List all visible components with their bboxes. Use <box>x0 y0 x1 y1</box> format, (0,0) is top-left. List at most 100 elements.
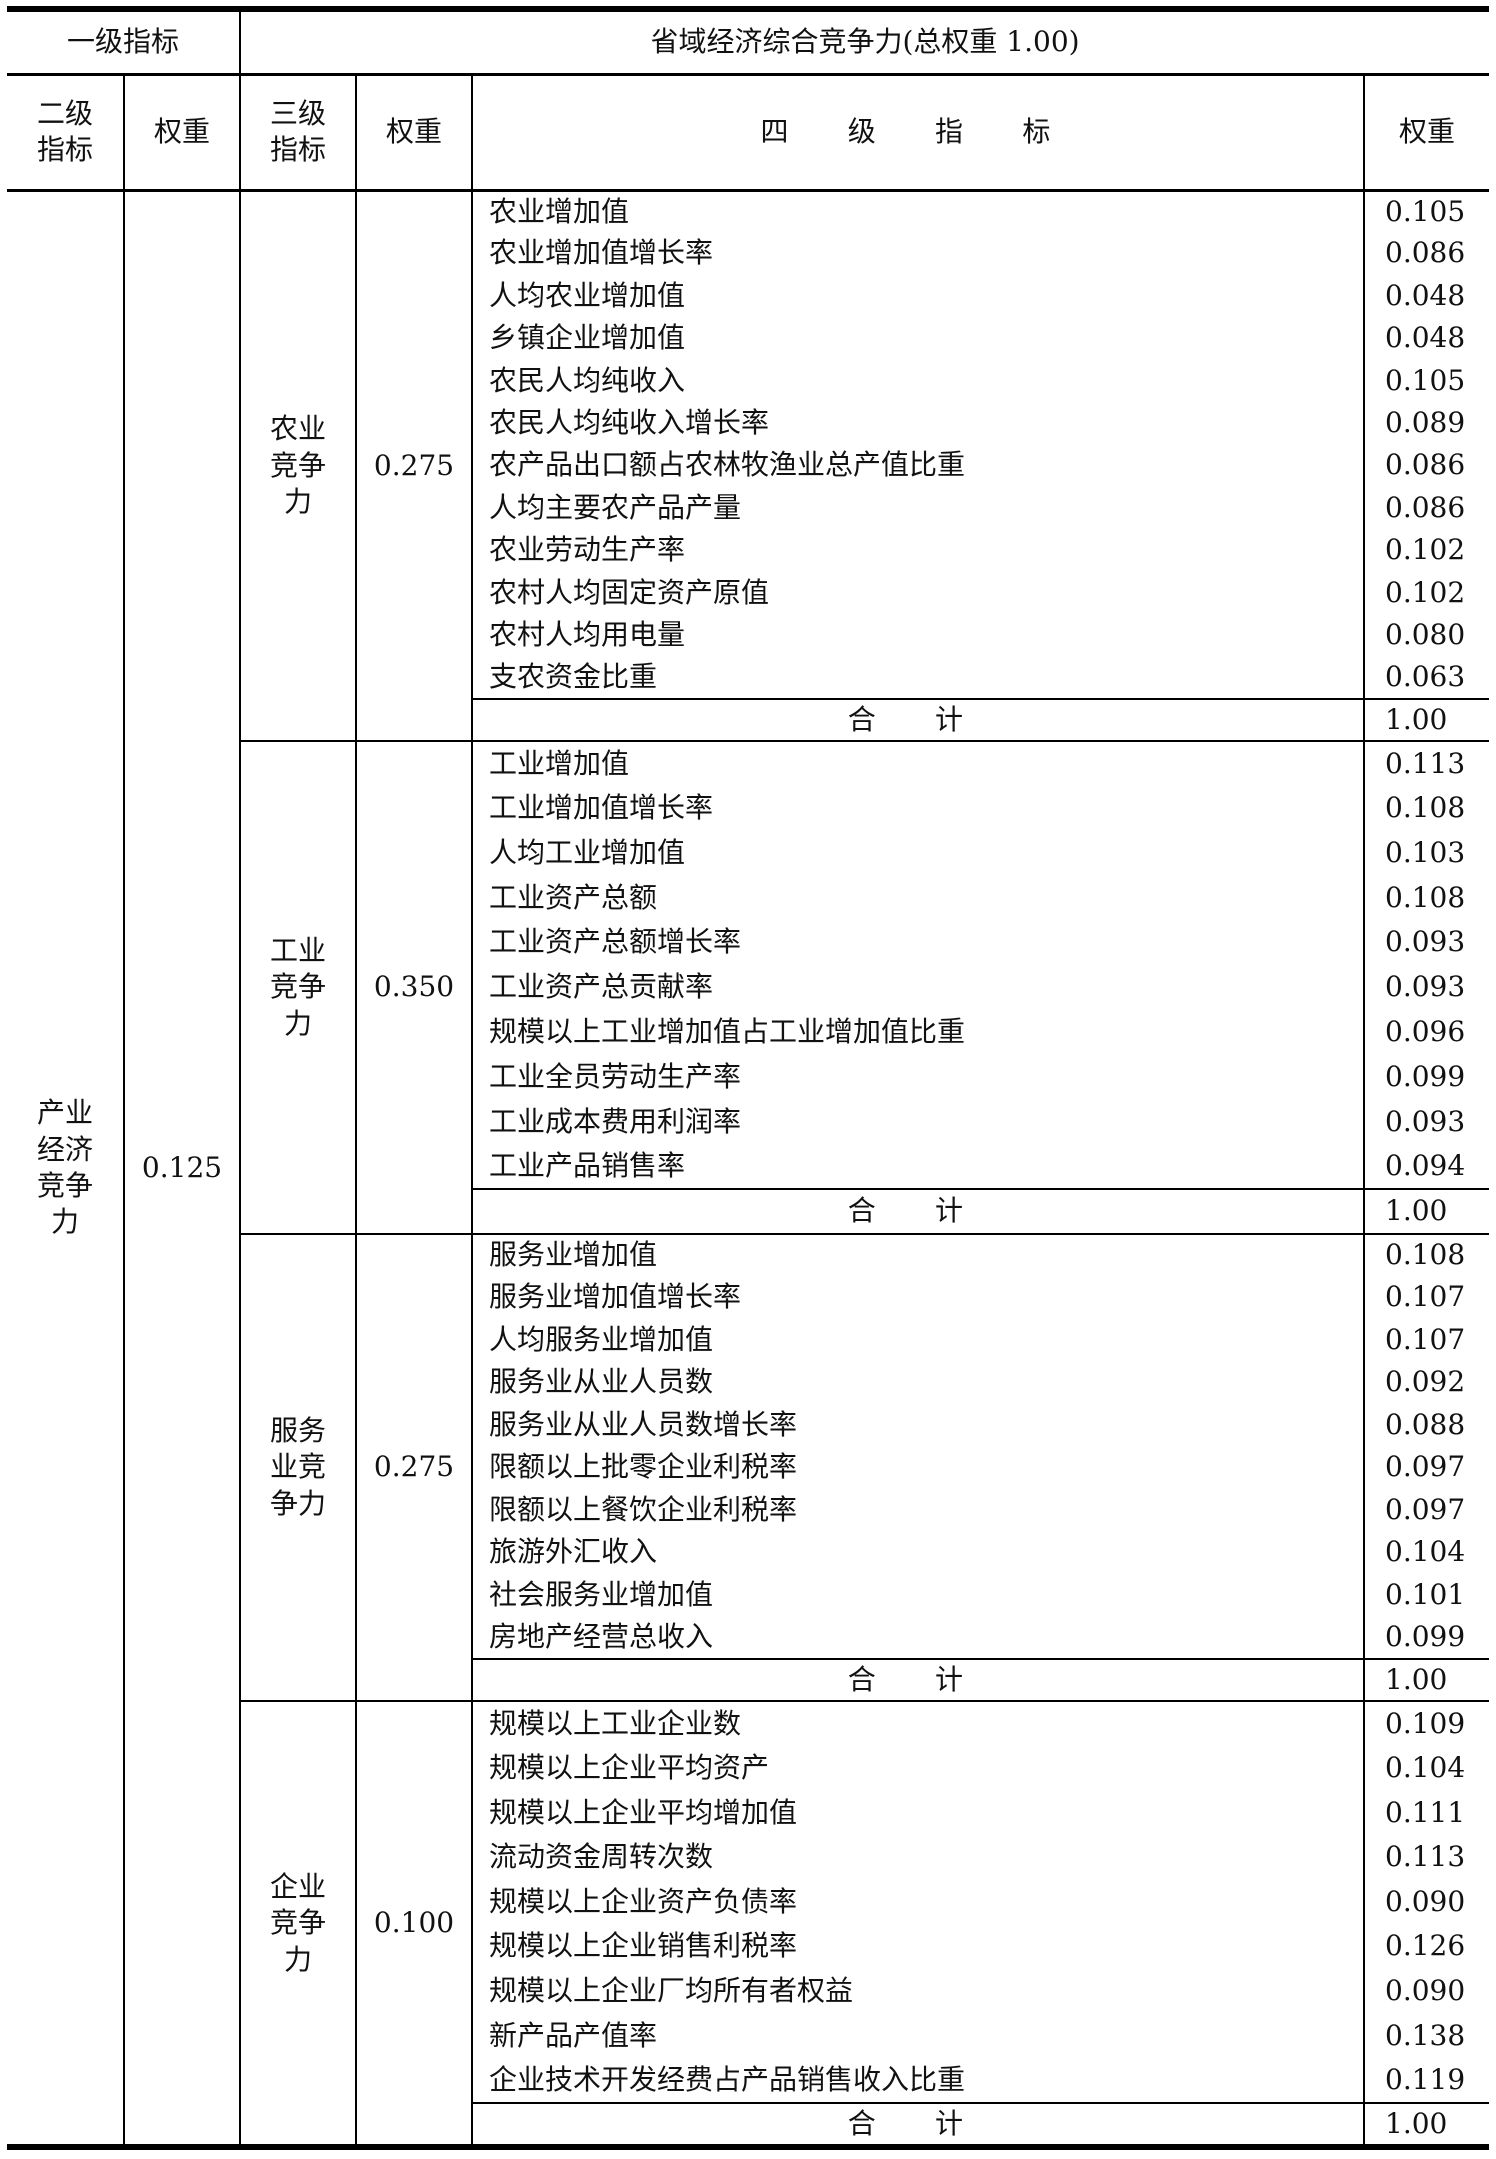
level4-name: 乡镇企业增加值 <box>471 317 1365 360</box>
level3-weight: 0.275 <box>355 190 473 742</box>
level4-weight: 0.102 <box>1363 571 1490 614</box>
level4-weight: 0.093 <box>1363 1099 1490 1145</box>
level4-weight: 0.101 <box>1363 1573 1490 1617</box>
level4-name: 服务业增加值 <box>471 1232 1365 1277</box>
level3-name: 服务业竞争力 <box>239 1232 357 1702</box>
level4-weight: 0.094 <box>1363 1144 1490 1190</box>
level4-name: 规模以上工业增加值占工业增加值比重 <box>471 1009 1365 1055</box>
level4-weight: 0.086 <box>1363 232 1490 275</box>
level4-name: 服务业从业人员数 <box>471 1361 1365 1404</box>
level3-weight: 0.100 <box>355 1700 473 2151</box>
level4-weight: 0.105 <box>1363 190 1490 233</box>
level4-name: 工业全员劳动生产率 <box>471 1054 1365 1100</box>
level2-header: 二级指标 <box>7 74 124 192</box>
level4-name: 农村人均用电量 <box>471 613 1365 657</box>
level4-name: 规模以上企业厂均所有者权益 <box>471 1968 1365 2014</box>
level4-weight: 0.111 <box>1363 1790 1490 1836</box>
level4-name: 限额以上餐饮企业利税率 <box>471 1488 1365 1532</box>
level4-weight: 0.080 <box>1363 613 1490 657</box>
level4-weight: 0.090 <box>1363 1879 1490 1925</box>
level4-name: 规模以上企业平均增加值 <box>471 1790 1365 1836</box>
level4-weight: 0.113 <box>1363 740 1490 786</box>
level4-name: 规模以上工业企业数 <box>471 1700 1365 1746</box>
level4-weight: 0.126 <box>1363 1924 1490 1969</box>
level4-weight: 0.097 <box>1363 1488 1490 1532</box>
level4-weight: 0.108 <box>1363 785 1490 831</box>
level4-name: 服务业从业人员数增长率 <box>471 1403 1365 1447</box>
level4-name: 支农资金比重 <box>471 656 1365 699</box>
level4-name: 规模以上企业资产负债率 <box>471 1879 1365 1925</box>
level3-weight: 0.275 <box>355 1232 473 1702</box>
level4-weight: 0.102 <box>1363 529 1490 572</box>
level4-weight: 0.113 <box>1363 1835 1490 1880</box>
level4-weight: 0.107 <box>1363 1276 1490 1319</box>
level4-name: 工业资产总额增长率 <box>471 920 1365 966</box>
level1-title: 省域经济综合竞争力(总权重 1.00) <box>239 6 1490 76</box>
level4-name: 人均农业增加值 <box>471 274 1365 318</box>
level4-weight: 0.089 <box>1363 401 1490 445</box>
total-weight: 1.00 <box>1363 1657 1490 1702</box>
level4-name: 工业成本费用利润率 <box>471 1099 1365 1145</box>
level4-weight: 0.103 <box>1363 830 1490 876</box>
total-weight: 1.00 <box>1363 2101 1490 2151</box>
level4-name: 农村人均固定资产原值 <box>471 571 1365 614</box>
total-label: 合 计 <box>471 1188 1365 1234</box>
level4-name: 房地产经营总收入 <box>471 1616 1365 1659</box>
total-label: 合 计 <box>471 1657 1365 1702</box>
level4-weight: 0.048 <box>1363 317 1490 360</box>
level2-name: 产业经济竞争力 <box>7 190 124 2151</box>
level4-name: 农业增加值 <box>471 190 1365 233</box>
level4-name: 人均服务业增加值 <box>471 1318 1365 1362</box>
level4-name: 农产品出口额占农林牧渔业总产值比重 <box>471 444 1365 487</box>
level4-weight: 0.099 <box>1363 1616 1490 1659</box>
level4-weight: 0.138 <box>1363 2013 1490 2059</box>
level3-weight: 0.350 <box>355 740 473 1234</box>
level4-name: 农民人均纯收入增长率 <box>471 401 1365 445</box>
level4-name: 工业增加值增长率 <box>471 785 1365 831</box>
total-label: 合 计 <box>471 2101 1365 2151</box>
level4-weight: 0.048 <box>1363 274 1490 318</box>
level4-name: 人均主要农产品产量 <box>471 486 1365 530</box>
level4-name: 旅游外汇收入 <box>471 1531 1365 1574</box>
level4-weight: 0.093 <box>1363 920 1490 966</box>
level4-name: 规模以上企业平均资产 <box>471 1745 1365 1791</box>
level4-weight: 0.104 <box>1363 1531 1490 1574</box>
level4-name: 人均工业增加值 <box>471 830 1365 876</box>
level4-name: 工业资产总贡献率 <box>471 965 1365 1010</box>
level4-name: 农业增加值增长率 <box>471 232 1365 275</box>
level4-weight: 0.119 <box>1363 2058 1490 2103</box>
level4-weight: 0.097 <box>1363 1446 1490 1489</box>
level4-name: 限额以上批零企业利税率 <box>471 1446 1365 1489</box>
